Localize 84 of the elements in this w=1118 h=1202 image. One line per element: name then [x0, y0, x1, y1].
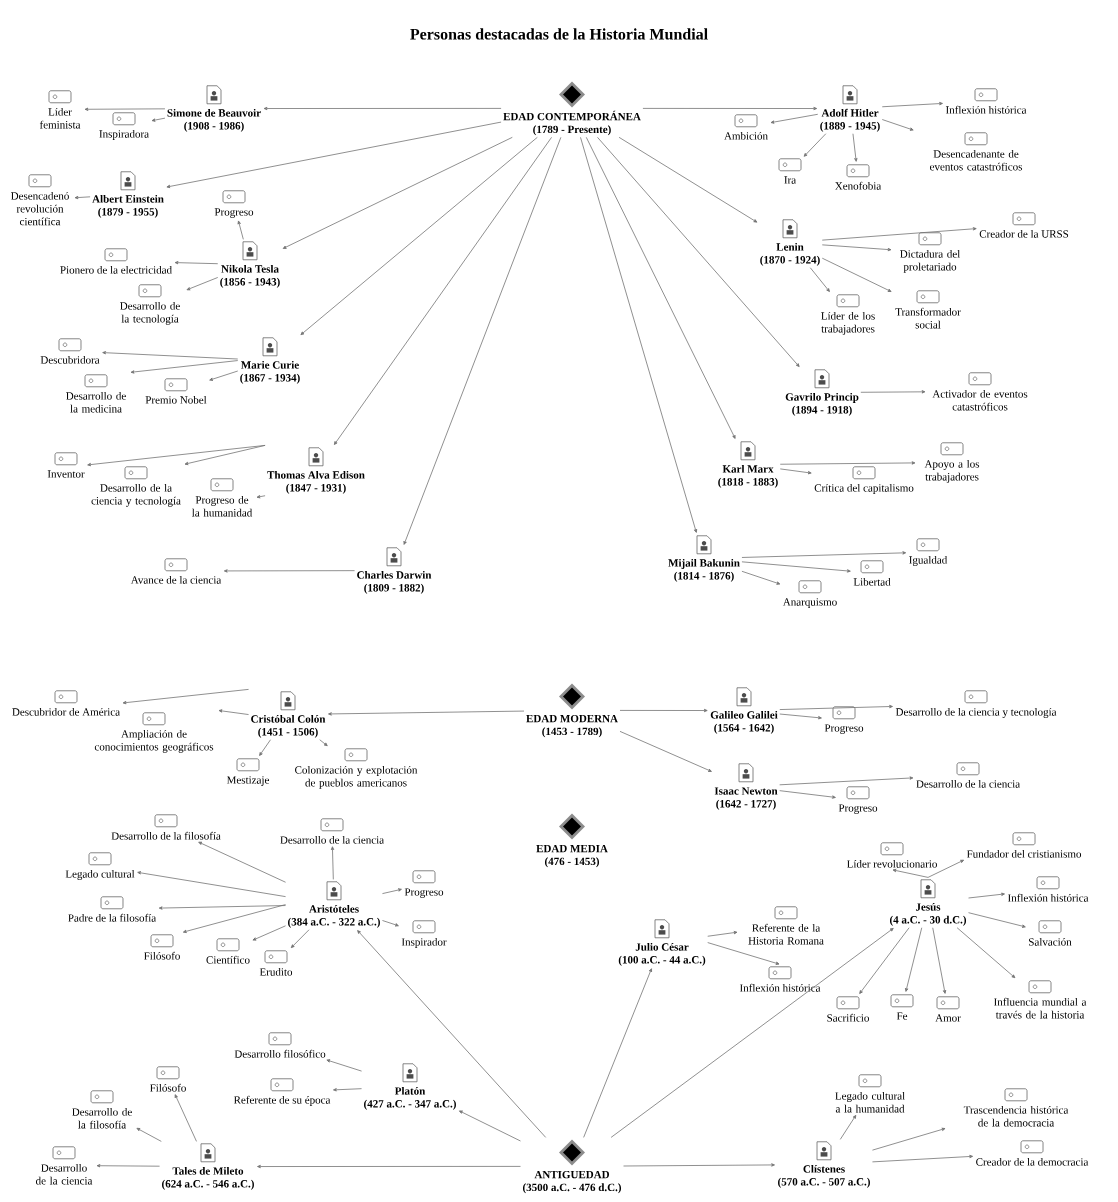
title: Personas destacadas de la Historia Mundial: [410, 28, 708, 40]
arrow: [263, 106, 502, 111]
arrow: [87, 445, 266, 467]
arrow: [905, 927, 923, 992]
arrow: [779, 461, 916, 465]
arrow: [892, 868, 929, 878]
arrow: [968, 912, 1026, 928]
arrow: [84, 107, 166, 111]
arrow: [618, 136, 758, 223]
arrow: [328, 710, 525, 716]
arrow: [770, 113, 819, 124]
arrow: [932, 927, 947, 994]
arrow: [382, 888, 402, 894]
arrow: [707, 942, 780, 965]
arrow: [623, 1163, 775, 1167]
arrow: [403, 136, 562, 545]
arrow: [252, 925, 286, 941]
arrow: [707, 930, 738, 937]
arrow: [881, 101, 943, 108]
arrow: [968, 892, 1005, 899]
arrow: [779, 704, 893, 710]
arrow: [256, 495, 266, 499]
arrow: [779, 776, 914, 786]
arrow: [257, 1164, 521, 1169]
arrow: [642, 106, 818, 111]
arrow: [136, 1127, 162, 1142]
arrow: [927, 859, 965, 878]
arrow: [803, 133, 827, 157]
arrow: [102, 351, 239, 360]
arrow: [223, 569, 355, 573]
arrow: [174, 1094, 197, 1142]
arrow: [326, 1059, 362, 1072]
arrow: [198, 841, 286, 883]
arrow: [319, 739, 328, 747]
arrow: [580, 136, 698, 533]
arrow: [122, 689, 249, 705]
arrow: [956, 927, 1016, 979]
arrow: [458, 1110, 521, 1142]
arrow: [610, 927, 894, 1138]
arrow: [182, 904, 286, 933]
arrow: [872, 1127, 946, 1151]
arrow: [184, 445, 266, 466]
arrow: [333, 136, 552, 445]
arrow: [741, 561, 851, 573]
arrow: [174, 261, 219, 265]
arrow: [741, 551, 907, 558]
arrow: [151, 117, 166, 122]
arrow: [137, 871, 286, 897]
arrow: [583, 968, 652, 1138]
arrow: [597, 136, 800, 367]
arrow: [619, 708, 708, 713]
arrow: [585, 136, 736, 439]
arrow: [821, 257, 892, 292]
arrow: [872, 1154, 974, 1163]
arrow: [259, 739, 271, 756]
arrow: [96, 1164, 160, 1168]
arrow: [282, 136, 513, 249]
arrow: [382, 920, 399, 927]
arrow: [860, 390, 926, 394]
arrow: [809, 267, 830, 292]
arrow: [166, 121, 502, 189]
arrow: [330, 846, 335, 880]
arrow: [852, 133, 858, 162]
arrow: [779, 713, 822, 720]
arrow: [130, 360, 239, 374]
arrow: [290, 929, 310, 949]
arrow: [218, 709, 249, 715]
arrow: [839, 1114, 857, 1140]
arrow: [741, 570, 781, 585]
arrow: [158, 905, 286, 910]
arrow: [881, 119, 914, 131]
arrow: [821, 227, 977, 241]
arrow: [237, 220, 244, 240]
arrow: [357, 930, 547, 1138]
arrow: [209, 370, 239, 381]
arrow: [74, 195, 91, 200]
arrow: [619, 730, 712, 772]
arrow: [300, 136, 538, 336]
arrow: [859, 927, 910, 994]
arrow: [333, 1088, 362, 1092]
arrow: [779, 468, 812, 475]
arrow: [186, 277, 219, 291]
arrow: [779, 790, 836, 799]
arrow: [821, 244, 892, 252]
